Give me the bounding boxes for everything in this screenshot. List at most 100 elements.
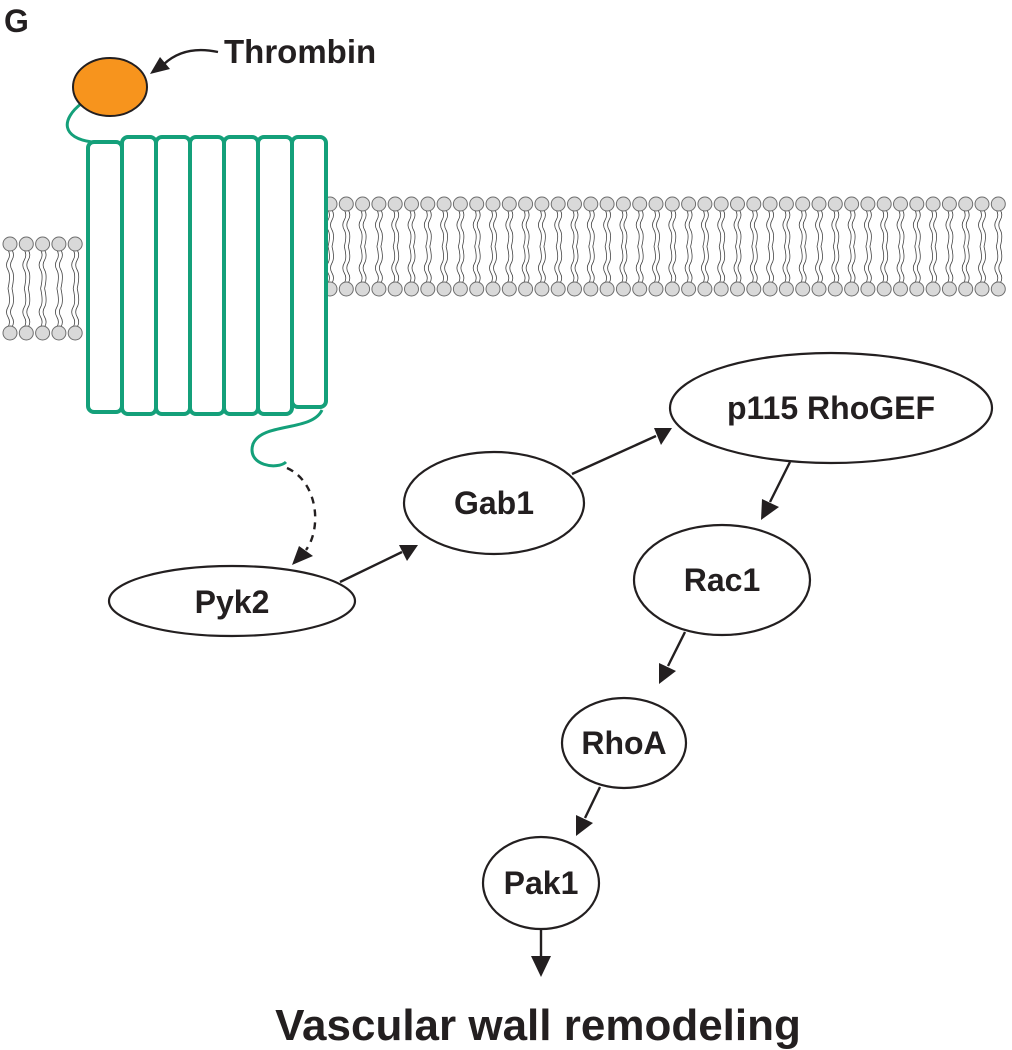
lipid-tail — [538, 246, 546, 284]
lipid-head — [501, 196, 517, 212]
transmembrane-helix-1 — [86, 140, 124, 414]
lipid-tail — [994, 209, 1003, 247]
lipid-head — [567, 196, 582, 212]
lipid-tail — [619, 209, 628, 247]
lipid-head — [550, 196, 566, 212]
arrow-p115-rac1 — [768, 461, 792, 503]
lipid-tail — [701, 246, 709, 284]
lipid-tail — [668, 209, 677, 247]
lipid-tail — [684, 209, 693, 247]
lipid-tail — [749, 209, 758, 247]
lipid-tail — [391, 209, 400, 247]
lipid-head — [925, 196, 941, 212]
lipid-tail — [912, 209, 921, 247]
lipid-tail — [652, 209, 660, 247]
node-rac1: Rac1 — [632, 523, 812, 637]
lipid-head — [795, 281, 811, 297]
transmembrane-helix-4 — [188, 135, 226, 416]
lipid-head — [632, 196, 648, 212]
lipid-tail — [71, 288, 80, 328]
lipid-head — [387, 281, 403, 297]
node-rhoa: RhoA — [560, 696, 688, 790]
thrombin-arrowhead — [150, 57, 170, 74]
outcome-label: Vascular wall remodeling — [275, 1001, 801, 1050]
arrowhead-pyk2-gab1 — [399, 545, 418, 561]
lipid-head — [827, 196, 843, 212]
lipid-tail — [945, 209, 954, 247]
lipid-head — [615, 196, 631, 212]
lipid-head — [664, 281, 680, 297]
lipid-tail — [586, 209, 595, 247]
lipid-head — [599, 281, 615, 297]
lipid-tail — [831, 209, 840, 247]
lipid-tail — [635, 246, 644, 284]
lipid-tail — [456, 246, 465, 284]
lipid-tail — [358, 246, 367, 284]
lipid-head — [811, 281, 827, 297]
lipid-head — [338, 196, 354, 212]
lipid-tail — [55, 288, 63, 328]
lipid-tail — [489, 209, 497, 247]
lipid-head — [876, 281, 892, 297]
lipid-head — [648, 281, 664, 297]
lipid-tail — [554, 246, 563, 284]
lipid-tail — [701, 209, 709, 247]
lipid-tail — [570, 246, 579, 284]
lipid-tail — [586, 246, 595, 284]
lipid-head — [371, 281, 387, 297]
lipid-head — [893, 196, 908, 212]
lipid-head — [762, 196, 778, 212]
arrowhead-p115-rac1 — [761, 499, 779, 520]
gpcr-receptor — [86, 135, 328, 416]
lipid-head — [974, 196, 990, 212]
lipid-head — [18, 236, 34, 252]
lipid-tail — [961, 246, 970, 284]
lipid-tail — [391, 246, 400, 284]
lipid-head — [958, 281, 974, 297]
node-rac1-shape — [632, 523, 812, 637]
arrowhead-gab1-p115 — [654, 428, 672, 445]
lipid-head — [811, 196, 827, 212]
cell-membrane — [2, 196, 1006, 341]
lipid-head — [51, 325, 67, 341]
arrow-rhoa-pak1 — [583, 786, 602, 819]
lipid-head — [371, 196, 387, 212]
lipid-head — [876, 196, 892, 212]
lipid-head — [941, 196, 957, 212]
arrowhead-rac1-rhoa — [659, 663, 676, 684]
node-gab1: Gab1 — [402, 450, 586, 556]
lipid-head — [632, 281, 648, 297]
lipid-tail — [880, 209, 889, 247]
lipid-head — [713, 196, 729, 212]
lipid-head — [420, 196, 436, 212]
lipid-head — [518, 281, 534, 297]
lipid-head — [355, 281, 371, 297]
lipid-tail — [423, 246, 432, 284]
lipid-tail — [6, 288, 14, 328]
lipid-head — [420, 281, 436, 297]
lipid-head — [697, 281, 713, 297]
lipid-head — [958, 196, 974, 212]
lipid-head — [990, 196, 1006, 212]
lipid-tail — [603, 246, 611, 284]
arrowhead-receptor-pyk2 — [292, 546, 313, 565]
lipid-tail — [912, 246, 921, 284]
lipid-head — [518, 196, 534, 212]
lipid-tail — [766, 246, 774, 284]
lipid-tail — [472, 246, 481, 284]
lipid-head — [827, 281, 843, 297]
lipid-tail — [782, 246, 791, 284]
lipid-tail — [880, 246, 889, 284]
lipid-tail — [635, 209, 644, 247]
lipid-tail — [717, 209, 726, 247]
lipid-tail — [749, 246, 758, 284]
arrowhead-rhoa-pak1 — [576, 815, 593, 836]
lipid-head — [844, 281, 860, 297]
lipid-tail — [815, 209, 823, 247]
transmembrane-helix-3 — [154, 135, 192, 416]
lipid-tail — [38, 249, 47, 289]
lipid-head — [893, 281, 908, 297]
panel-label: G — [4, 3, 29, 39]
lipid-tail — [945, 246, 954, 284]
